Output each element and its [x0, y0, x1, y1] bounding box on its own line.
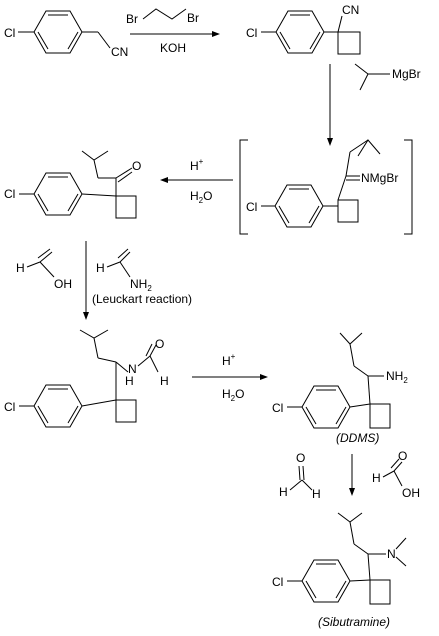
- nitrile-label: CN: [111, 45, 128, 59]
- chlorine-label: Cl: [272, 401, 283, 415]
- amine-n: N: [387, 547, 396, 561]
- start-compound: Cl CN: [4, 10, 128, 59]
- grignard-step: MgBr: [327, 63, 421, 146]
- formic-h: H: [372, 471, 381, 485]
- ddms-compound: NH2 Cl (DDMS): [272, 332, 408, 445]
- formic-oh: OH: [54, 277, 72, 291]
- formaldehyde-h1: H: [279, 485, 288, 499]
- sibutramine-compound: N Cl (Sibutramine): [272, 512, 407, 629]
- imine-intermediate: Cl NMgBr: [239, 139, 413, 235]
- formic-o: O: [398, 449, 407, 463]
- formic-oh: OH: [402, 486, 420, 500]
- chlorine-label: Cl: [4, 400, 15, 414]
- methylation-step: O H H H O OH: [279, 449, 420, 501]
- amide-oxygen: O: [155, 337, 164, 351]
- nitrile-compound: Cl CN: [246, 3, 361, 55]
- formamide-h: H: [96, 261, 105, 275]
- formamide-nh2: NH2: [130, 277, 152, 293]
- bromine-label-2: Br: [187, 11, 199, 25]
- hydrolysis-arrow-1: H+ H2O: [160, 157, 233, 205]
- hydrolysis-arrow-2: H+ H2O: [192, 352, 268, 403]
- step1-arrow: Br Br KOH: [126, 8, 220, 55]
- acid-label: H+: [222, 352, 236, 368]
- chlorine-label: Cl: [246, 26, 257, 40]
- base-label: KOH: [160, 41, 186, 55]
- leuckart-step: H OH H NH2 (Leuckart reaction): [16, 241, 192, 320]
- formyl-compound: N H O H Cl: [4, 329, 169, 428]
- amide-nh-h: H: [125, 374, 134, 388]
- chlorine-label: Cl: [4, 26, 15, 40]
- sibutramine-name: (Sibutramine): [318, 615, 390, 629]
- chlorine-label: Cl: [246, 200, 257, 214]
- amine-label: NH2: [386, 369, 408, 385]
- water-label: H2O: [190, 189, 212, 205]
- formaldehyde-o: O: [296, 451, 305, 465]
- formaldehyde-h2: H: [312, 487, 321, 501]
- acid-label: H+: [190, 157, 204, 173]
- chlorine-label: Cl: [272, 575, 283, 589]
- ketone-compound: O Cl: [4, 150, 141, 219]
- water-label: H2O: [222, 387, 244, 403]
- leuckart-label: (Leuckart reaction): [92, 292, 192, 306]
- chlorine-label: Cl: [4, 187, 15, 201]
- amide-n: N: [128, 362, 137, 376]
- imine-label: NMgBr: [361, 171, 398, 185]
- grignard-label: MgBr: [392, 67, 421, 81]
- ddms-name: (DDMS): [336, 431, 379, 445]
- formic-h: H: [16, 261, 25, 275]
- nitrile-label: CN: [342, 3, 359, 17]
- ketone-oxygen: O: [132, 159, 141, 173]
- formyl-h: H: [160, 374, 169, 388]
- bromine-label-1: Br: [126, 12, 138, 26]
